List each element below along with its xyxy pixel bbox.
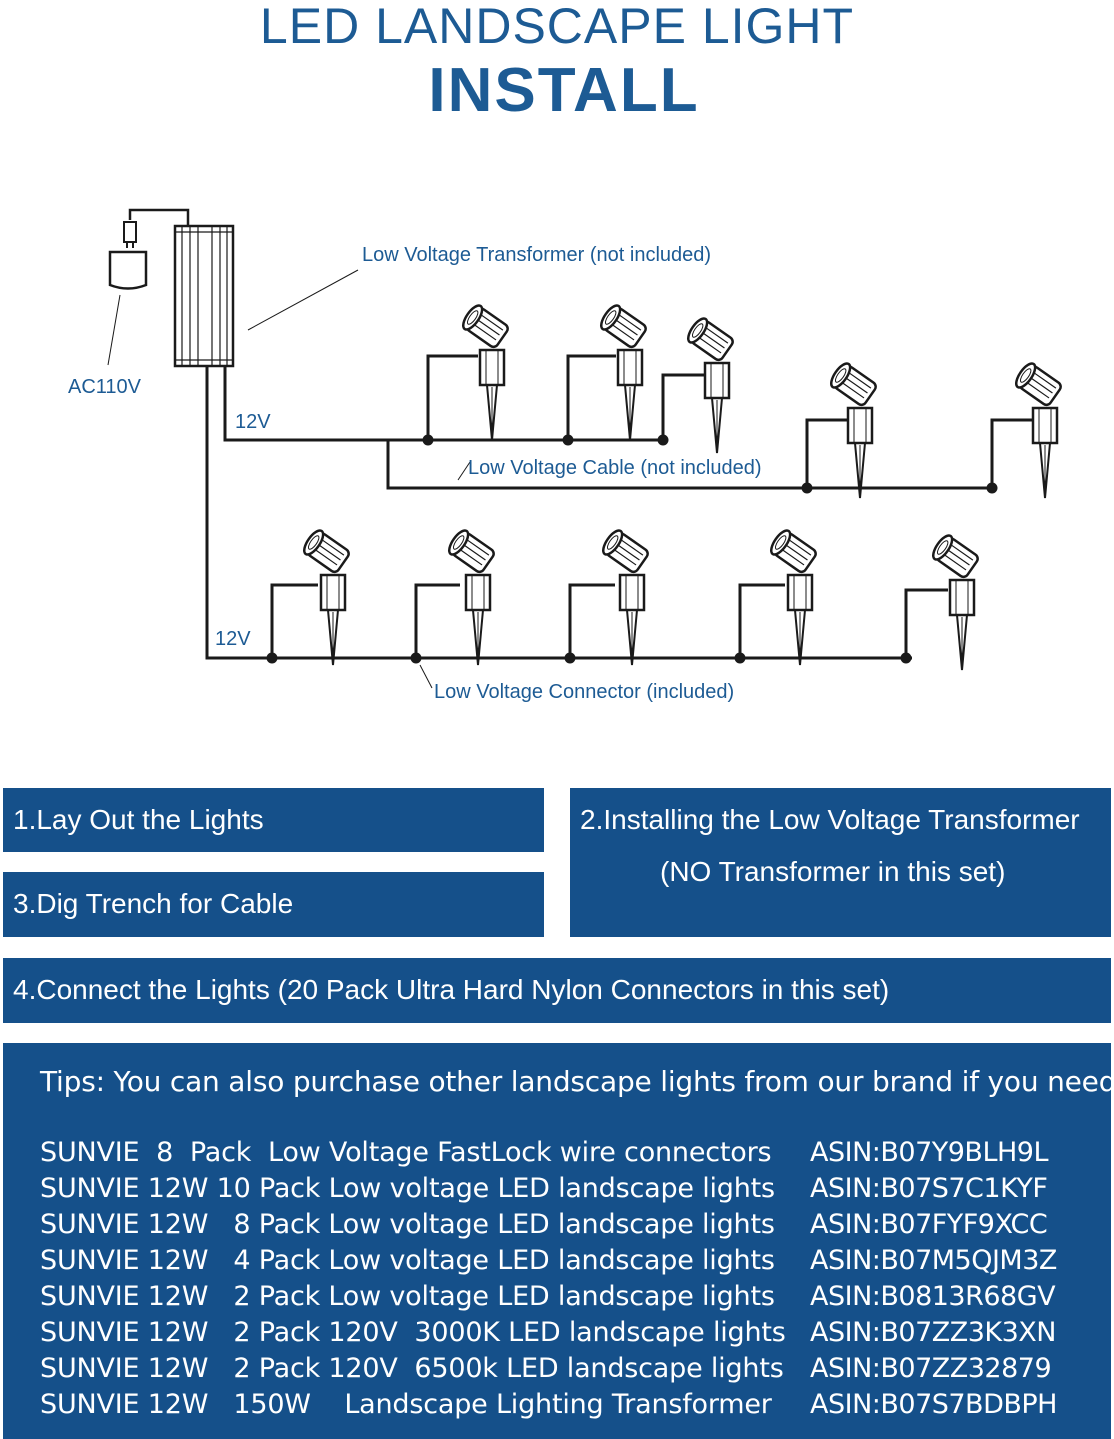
product-asin: ASIN:B07ZZ32879 bbox=[810, 1353, 1052, 1384]
spotlight-icon bbox=[928, 531, 982, 672]
spotlight-icon bbox=[458, 301, 512, 442]
step3-box: 3.Dig Trench for Cable bbox=[3, 872, 544, 937]
step4-text: 4.Connect the Lights (20 Pack Ultra Hard… bbox=[13, 974, 890, 1005]
product-row: SUNVIE 12W 2 Pack 120V 6500k LED landsca… bbox=[40, 1353, 1090, 1389]
label-12v-bottom: 12V bbox=[215, 628, 251, 650]
connector-dots bbox=[266, 434, 998, 664]
product-asin: ASIN:B07S7C1KYF bbox=[810, 1173, 1048, 1204]
product-name: SUNVIE 8 Pack Low Voltage FastLock wire … bbox=[40, 1137, 772, 1168]
spotlight-icon bbox=[826, 359, 880, 500]
step2-text-line2: (NO Transformer in this set) bbox=[660, 856, 1006, 887]
product-row: SUNVIE 12W 2 Pack 120V 3000K LED landsca… bbox=[40, 1317, 1090, 1353]
step1-box: 1.Lay Out the Lights bbox=[3, 788, 544, 852]
tips-box: Tips: You can also purchase other landsc… bbox=[3, 1043, 1114, 1439]
product-asin: ASIN:B07FYF9XCC bbox=[810, 1209, 1048, 1240]
spotlight-icon bbox=[299, 526, 353, 667]
product-asin: ASIN:B0813R68GV bbox=[810, 1281, 1056, 1312]
title-line2: INSTALL bbox=[428, 56, 700, 125]
step4-box: 4.Connect the Lights (20 Pack Ultra Hard… bbox=[3, 958, 1111, 1023]
plug-icon bbox=[107, 208, 190, 366]
wiring-diagram: Low Voltage Transformer (not included) A… bbox=[68, 208, 1065, 703]
label-transformer: Low Voltage Transformer (not included) bbox=[362, 244, 711, 266]
step1-text: 1.Lay Out the Lights bbox=[13, 804, 264, 835]
spotlight-icon bbox=[1011, 359, 1065, 500]
product-asin: ASIN:B07S7BDBPH bbox=[810, 1389, 1057, 1420]
cable-lines bbox=[205, 354, 1035, 660]
product-asin: ASIN:B07Y9BLH9L bbox=[810, 1137, 1049, 1168]
product-row: SUNVIE 8 Pack Low Voltage FastLock wire … bbox=[40, 1137, 1090, 1173]
spotlight-icon bbox=[683, 314, 737, 455]
product-row: SUNVIE 12W 2 Pack Low voltage LED landsc… bbox=[40, 1281, 1090, 1317]
label-cable: Low Voltage Cable (not included) bbox=[468, 457, 762, 479]
product-row: SUNVIE 12W 4 Pack Low voltage LED landsc… bbox=[40, 1245, 1090, 1281]
product-name: SUNVIE 12W 8 Pack Low voltage LED landsc… bbox=[40, 1209, 775, 1240]
spotlight-icon bbox=[596, 301, 650, 442]
label-12v-top: 12V bbox=[235, 411, 271, 433]
transformer-icon bbox=[173, 224, 235, 368]
step2-text-line1: 2.Installing the Low Voltage Transformer bbox=[580, 804, 1080, 835]
spotlight-icon bbox=[598, 526, 652, 667]
product-asin: ASIN:B07M5QJM3Z bbox=[810, 1245, 1057, 1276]
step2-box: 2.Installing the Low Voltage Transformer… bbox=[570, 788, 1111, 937]
product-asin: ASIN:B07ZZ3K3XN bbox=[810, 1317, 1057, 1348]
product-name: SUNVIE 12W 150W Landscape Lighting Trans… bbox=[40, 1389, 772, 1420]
label-ac110v: AC110V bbox=[68, 376, 142, 398]
title-line1: LED LANDSCAPE LIGHT bbox=[259, 0, 855, 54]
step3-text: 3.Dig Trench for Cable bbox=[13, 888, 294, 919]
product-name: SUNVIE 12W 10 Pack Low voltage LED lands… bbox=[40, 1173, 775, 1204]
product-name: SUNVIE 12W 4 Pack Low voltage LED landsc… bbox=[40, 1245, 775, 1276]
tips-heading: Tips: You can also purchase other landsc… bbox=[40, 1065, 1114, 1098]
spotlight-icon bbox=[444, 526, 498, 667]
product-row: SUNVIE 12W 8 Pack Low voltage LED landsc… bbox=[40, 1209, 1090, 1245]
label-connector: Low Voltage Connector (included) bbox=[434, 681, 734, 703]
product-name: SUNVIE 12W 2 Pack Low voltage LED landsc… bbox=[40, 1281, 775, 1312]
product-name: SUNVIE 12W 2 Pack 120V 6500k LED landsca… bbox=[40, 1353, 784, 1384]
product-row: SUNVIE 12W 150W Landscape Lighting Trans… bbox=[40, 1389, 1090, 1425]
product-name: SUNVIE 12W 2 Pack 120V 3000K LED landsca… bbox=[40, 1317, 786, 1348]
product-row: SUNVIE 12W 10 Pack Low voltage LED lands… bbox=[40, 1173, 1090, 1209]
spotlight-icon bbox=[766, 526, 820, 667]
